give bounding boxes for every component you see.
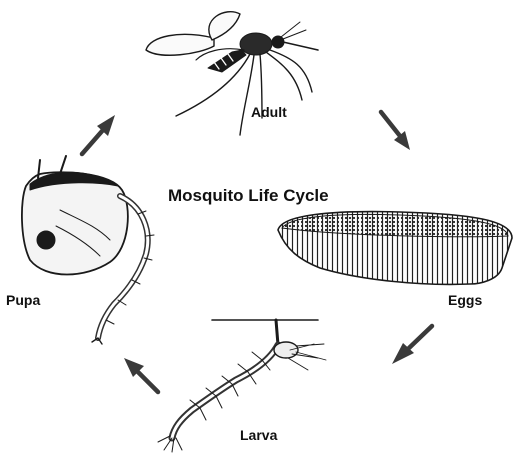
stage-label-adult: Adult xyxy=(251,104,287,120)
pupa-illustration xyxy=(22,156,154,344)
stage-label-larva: Larva xyxy=(240,427,277,443)
arrow-eggs-to-larva xyxy=(392,326,432,364)
mosquito-leg xyxy=(176,54,250,116)
mosquito-leg xyxy=(270,50,312,92)
mosquito-thorax xyxy=(240,33,272,55)
arrow-larva-to-pupa xyxy=(124,358,158,392)
diagram-title: Mosquito Life Cycle xyxy=(168,186,329,206)
arrow-adult-to-eggs xyxy=(381,112,410,150)
mosquito-wing xyxy=(146,34,214,55)
mosquito-leg xyxy=(266,52,302,100)
egg-raft-illustration xyxy=(278,212,512,285)
arrow-pupa-to-adult xyxy=(82,115,115,154)
pupa-eye xyxy=(37,231,55,249)
mosquito-wing xyxy=(209,12,240,40)
stage-label-pupa: Pupa xyxy=(6,292,40,308)
larva-body xyxy=(172,345,278,438)
adult-mosquito-illustration xyxy=(146,12,318,135)
stage-label-eggs: Eggs xyxy=(448,292,482,308)
